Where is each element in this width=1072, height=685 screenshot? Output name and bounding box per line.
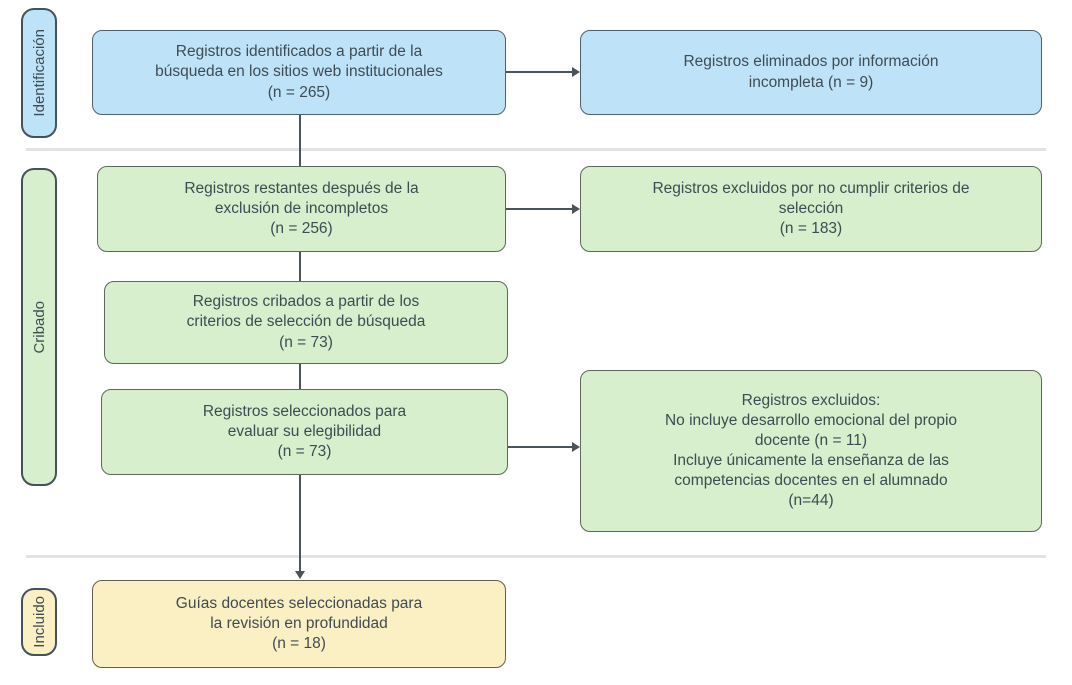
stage-label-screening-text: Cribado [30, 300, 48, 354]
stage-label-screening: Cribado [21, 168, 57, 486]
box-text-line: exclusión de incompletos [214, 199, 389, 217]
box-text-line: (n = 73) [279, 333, 333, 351]
box-text-line: Registros identificados a partir de la [175, 43, 423, 61]
box-text-line: (n = 265) [267, 83, 331, 101]
box-text-line: (n=44) [788, 492, 834, 510]
box-guides-included: Guías docentes seleccionadas para la rev… [92, 580, 506, 668]
box-records-eliminated-incomplete: Registros eliminados por información inc… [580, 30, 1042, 115]
box-text-line: evaluar su elegibilidad [227, 422, 382, 440]
connector-eligibility-to-excluded-reasons [508, 446, 573, 448]
box-records-screened: Registros cribados a partir de los crite… [104, 281, 508, 364]
box-text-line: No incluye desarrollo emocional del prop… [664, 411, 958, 429]
connector-eligibility-to-included [299, 475, 301, 572]
box-records-identified: Registros identificados a partir de la b… [92, 30, 506, 115]
connector-screened-to-eligibility [299, 364, 301, 389]
box-text-line: Registros cribados a partir de los [192, 293, 420, 311]
box-text-line: Guías docentes seleccionadas para [175, 594, 423, 612]
box-text-line: Incluye únicamente la enseñanza de las [673, 452, 949, 469]
section-divider-identification-screening [26, 148, 1046, 151]
box-text-line: (n = 73) [277, 443, 332, 461]
box-text-line: Registros restantes después de la [184, 179, 419, 197]
box-text-line: Registros excluidos: [741, 391, 881, 409]
box-text-line: incompleta (n = 9) [748, 73, 874, 91]
box-text-line: búsqueda en los sitios web institucional… [155, 63, 443, 81]
box-text-line: docente (n = 11) [754, 431, 868, 449]
box-text-line: (n = 18) [272, 635, 326, 653]
stage-label-identification: Identificación [21, 8, 57, 138]
box-records-excluded-reasons: Registros excluidos: No incluye desarrol… [580, 370, 1042, 532]
stage-label-included-text: Incluido [30, 596, 48, 648]
stage-label-included: Incluido [21, 588, 57, 656]
box-text-line: competencias docentes en el alumnado [674, 472, 948, 490]
box-text-line: Registros seleccionados para [202, 402, 407, 420]
box-text-line: (n = 256) [270, 220, 333, 238]
arrowhead-down-icon [295, 571, 305, 579]
arrowhead-right-icon [572, 442, 580, 452]
box-text-line: criterios de selección de búsqueda [186, 313, 426, 331]
box-records-remaining: Registros restantes después de la exclus… [97, 166, 506, 252]
connector-identified-to-eliminated [506, 71, 573, 73]
arrowhead-right-icon [572, 204, 580, 214]
arrowhead-right-icon [572, 67, 580, 77]
box-text-line: la revisión en profundidad [210, 614, 388, 632]
box-records-excluded-criteria: Registros excluidos por no cumplir crite… [580, 166, 1042, 252]
connector-remaining-to-screened [299, 252, 301, 281]
box-text-line: Registros eliminados por información [683, 53, 939, 71]
box-records-eligibility: Registros seleccionados para evaluar su … [101, 389, 508, 475]
box-text-line: Registros excluidos por no cumplir crite… [652, 179, 970, 197]
connector-identified-to-remaining [299, 115, 301, 166]
stage-label-identification-text: Identificación [30, 29, 48, 117]
box-text-line: (n = 183) [779, 220, 843, 238]
section-divider-screening-included [26, 555, 1046, 558]
connector-remaining-to-excluded-criteria [506, 208, 573, 210]
box-text-line: selección [778, 199, 844, 217]
